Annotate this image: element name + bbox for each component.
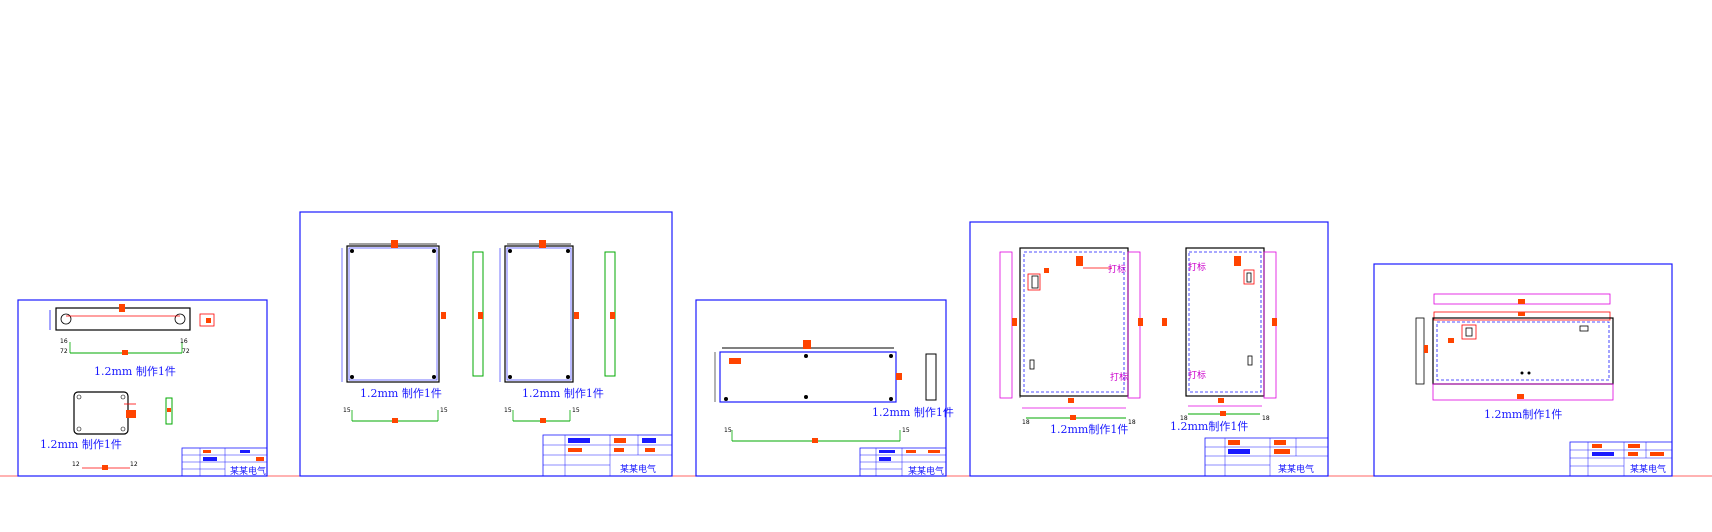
sheet-2-dim-strips: 15 15 15 15 [343, 407, 580, 423]
sheet-2-dim-d: 15 [572, 407, 580, 414]
sheet-1-dim-c: 72 [60, 348, 68, 355]
sheet-1-dim-a: 16 [60, 338, 68, 345]
sheet-2-label-1: 1.2mm 制作1件 [360, 387, 442, 400]
sheet-4-title-block: 某某电气 [1204, 437, 1329, 477]
sheet-1-dim-b: 16 [180, 338, 188, 345]
sheet-2: 1.2mm 制作1件 1.2mm 制作1件 15 15 15 15 [299, 211, 673, 477]
sheet-5: 1.2mm制作1件 某某电气 [1373, 263, 1673, 477]
sheet-1-dim-f: 12 [130, 461, 138, 468]
sheet-1-label-2: 1.2mm 制作1件 [40, 438, 122, 451]
sheet-3-company: 某某电气 [908, 465, 944, 477]
sheet-2-company: 某某电气 [620, 463, 656, 475]
sheet-2-panel-a [341, 240, 484, 383]
sheet-3-dim-a: 15 [724, 427, 732, 434]
sheet-1-dim-strip: 16 16 72 72 [60, 338, 190, 355]
sheet-4-panel-right: 打标 打标 [1162, 247, 1277, 407]
sheet-4-company: 某某电气 [1278, 463, 1314, 475]
sheet-5-label-1: 1.2mm制作1件 [1484, 408, 1562, 421]
sheet-2-dim-a: 15 [343, 407, 351, 414]
sheet-4-dim-a: 18 [1022, 419, 1030, 426]
sheet-4-frame [969, 221, 1329, 477]
sheet-2-panel-b [499, 240, 616, 383]
sheet-4-mark-3: 打标 [1188, 261, 1206, 273]
sheet-1-frame [17, 299, 268, 477]
sheet-1-dim-strip-2: 12 12 [72, 461, 138, 470]
sheet-4-label-2: 1.2mm制作1件 [1170, 420, 1248, 433]
sheet-4-dim-b: 18 [1128, 419, 1136, 426]
sheet-4-dim-c: 18 [1180, 415, 1188, 422]
sheet-2-dim-c: 15 [504, 407, 512, 414]
sheet-2-title-block: 某某电气 [542, 434, 673, 477]
sheet-4: 打标 打标 打标 打标 18 18 18 18 [969, 221, 1329, 477]
sheet-5-part [1415, 293, 1614, 401]
sheet-4-dim-d: 18 [1262, 415, 1270, 422]
sheet-3-part [714, 340, 937, 403]
sheet-4-mark-2: 打标 [1110, 371, 1128, 383]
sheet-3-dim-strip: 15 15 [724, 427, 910, 443]
sheet-1-dim-e: 12 [72, 461, 80, 468]
sheet-4-label-1: 1.2mm制作1件 [1050, 423, 1128, 436]
sheet-5-title-block: 某某电气 [1569, 441, 1673, 477]
sheet-4-mark-1: 打标 [1108, 263, 1126, 275]
sheet-3-frame [695, 299, 947, 477]
sheet-5-company: 某某电气 [1630, 463, 1666, 475]
sheet-4-mark-4: 打标 [1188, 369, 1206, 381]
sheet-3-label-1: 1.2mm 制作1件 [872, 406, 954, 419]
sheet-1-title-block: 某某电气 [181, 447, 268, 477]
sheet-2-dim-b: 15 [440, 407, 448, 414]
sheet-1: 16 16 72 72 1.2mm 制作1件 1.2mm 制作1件 12 12 [17, 299, 268, 477]
sheet-3-title-block: 某某电气 [859, 447, 947, 477]
sheet-1-dim-d: 72 [182, 348, 190, 355]
sheet-3-dim-b: 15 [902, 427, 910, 434]
sheet-1-company: 某某电气 [230, 465, 266, 477]
sheet-2-label-2: 1.2mm 制作1件 [522, 387, 604, 400]
sheet-1-label-1: 1.2mm 制作1件 [94, 365, 176, 378]
sheet-4-panel-left: 打标 打标 [999, 247, 1143, 409]
sheet-1-part-top [49, 304, 215, 331]
sheet-5-frame [1373, 263, 1673, 477]
sheet-4-dim-strips: 18 18 18 18 [1022, 411, 1270, 426]
sheet-2-frame [299, 211, 673, 477]
sheet-1-part-box [73, 391, 173, 435]
sheet-3: 1.2mm 制作1件 15 15 某某电气 [695, 299, 954, 477]
